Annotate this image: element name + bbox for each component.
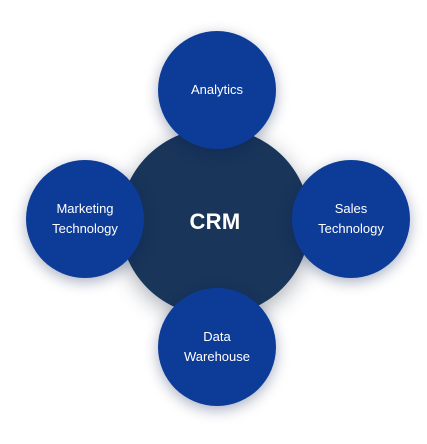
crm-center-circle: CRM bbox=[120, 128, 310, 316]
marketing-technology-label: Marketing Technology bbox=[52, 201, 118, 236]
sales-technology-label: Sales Technology bbox=[318, 201, 384, 236]
data-warehouse-circle: Data Warehouse bbox=[158, 288, 276, 406]
data-warehouse-label: Data Warehouse bbox=[184, 329, 250, 364]
analytics-circle: Analytics bbox=[158, 31, 276, 149]
analytics-label: Analytics bbox=[190, 82, 244, 97]
crm-center-label: CRM bbox=[189, 209, 241, 234]
marketing-technology-circle: Marketing Technology bbox=[26, 160, 144, 278]
sales-technology-circle: Sales Technology bbox=[292, 160, 410, 278]
